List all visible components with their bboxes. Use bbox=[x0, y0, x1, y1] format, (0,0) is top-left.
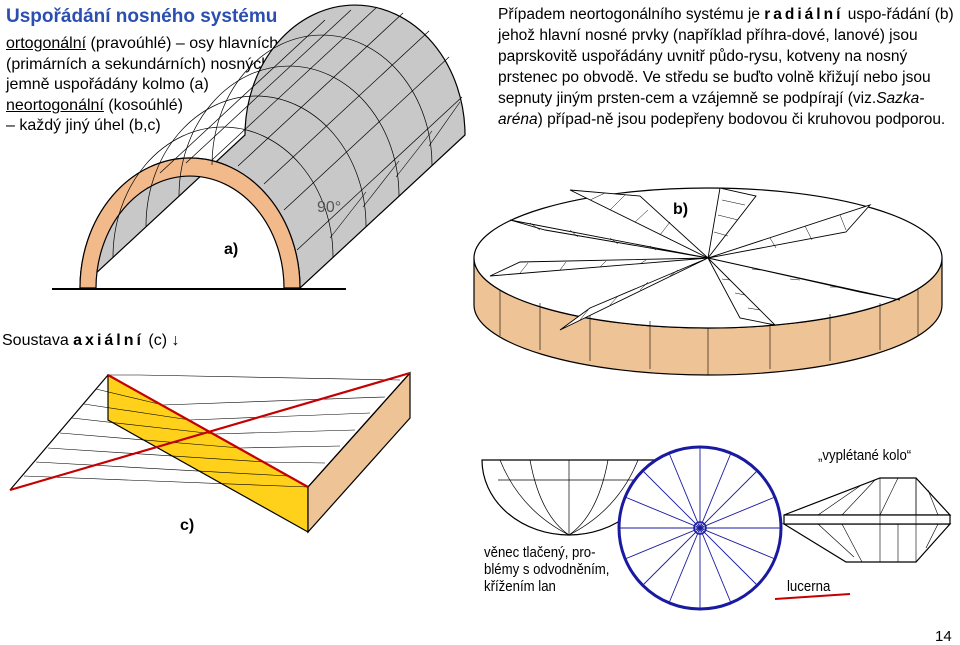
bicone-wheel bbox=[774, 477, 952, 600]
vault-diagonal-lines bbox=[329, 101, 461, 239]
text-span: Soustava bbox=[2, 332, 74, 349]
sazka-arena-reference: Sazka-aréna bbox=[498, 90, 925, 128]
angle-label: 90° bbox=[317, 199, 342, 216]
axial-system-diagram bbox=[9, 371, 411, 534]
radial-trusses bbox=[489, 187, 901, 331]
text-span: Případem neortogonálního systému je bbox=[498, 6, 765, 23]
bicone-top bbox=[783, 477, 952, 516]
spoked-wheel bbox=[617, 445, 783, 611]
wheel-spokes bbox=[619, 447, 781, 609]
wheel-caption: „vyplétané kolo“ bbox=[818, 447, 912, 464]
vault-longitudinal-lines bbox=[159, 6, 466, 289]
radial-ring-diagram bbox=[473, 187, 943, 376]
lantern-caption: lucerna bbox=[787, 578, 831, 595]
ring-note: věnec tlačený, pro- blémy s odvodněním, … bbox=[484, 544, 609, 595]
ring-wall-lines bbox=[499, 290, 919, 375]
text-span: (kosoúhlé) bbox=[103, 96, 184, 114]
hemisphere-section bbox=[481, 459, 657, 536]
text-span: uspo-řádání (b) jehož hlavní nosné prvky… bbox=[498, 6, 954, 107]
ring-note-line-1: věnec tlačený, pro- bbox=[484, 544, 596, 561]
label-c: c) bbox=[180, 517, 195, 534]
vault-roof-surface bbox=[79, 4, 466, 290]
bicone-ring bbox=[783, 514, 951, 525]
axial-keyword: axiální bbox=[73, 332, 144, 349]
orthogonal-link[interactable]: ortogonální bbox=[6, 35, 87, 52]
axial-cables bbox=[23, 374, 401, 488]
bicone-bottom bbox=[781, 523, 952, 563]
red-main-cables bbox=[9, 371, 411, 492]
radial-description: Případem neortogonálního systému je radi… bbox=[498, 4, 956, 130]
label-a: a) bbox=[224, 241, 239, 258]
barrel-vault-diagram bbox=[52, 4, 466, 290]
ring-note-line-2: blémy s odvodněním, bbox=[484, 561, 610, 578]
text-span: ) případ-ně jsou podepřeny bodovou či kr… bbox=[537, 111, 946, 128]
text-span: (c) ↓ bbox=[143, 332, 180, 349]
text-line-5: – každý jiný úhel (b,c) bbox=[6, 117, 161, 134]
bicone-lines bbox=[817, 477, 939, 563]
hemisphere-ribs bbox=[498, 459, 640, 536]
non-orthogonal-link[interactable]: neortogonální bbox=[6, 96, 104, 114]
radial-keyword: radiální bbox=[764, 6, 844, 23]
lucerna-underline bbox=[774, 593, 851, 600]
truss-web-lines bbox=[519, 192, 871, 321]
page-number: 14 bbox=[935, 628, 952, 645]
page-title: Uspořádání nosného systému bbox=[6, 6, 278, 27]
ring-note-line-3: křížením lan bbox=[484, 578, 556, 595]
vault-transverse-arches bbox=[112, 34, 433, 258]
label-b: b) bbox=[673, 201, 689, 218]
axial-system-heading: Soustava axiální (c) ↓ bbox=[2, 332, 180, 350]
text-line-4: neortogonální (kosoúhlé) bbox=[6, 96, 476, 117]
tan-wall bbox=[307, 371, 411, 534]
text-line-3: jemně uspořádány kolmo (a) bbox=[6, 76, 209, 93]
